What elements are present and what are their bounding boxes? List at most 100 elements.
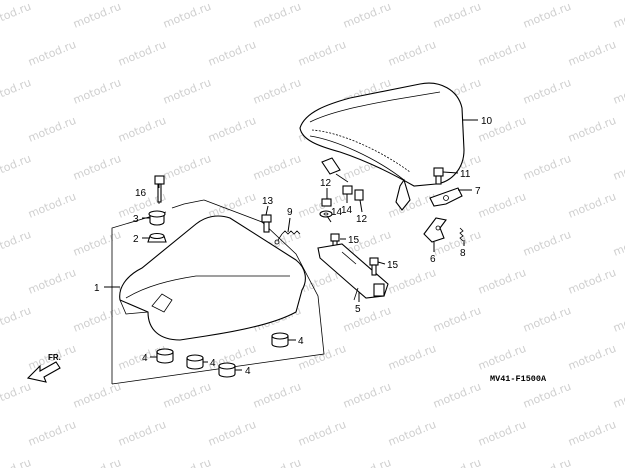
watermark-text: motod.ru [0,456,33,468]
watermark-text: motod.ru [206,38,258,69]
collar [148,210,166,226]
grommet-4 [271,332,289,348]
watermark-text: motod.ru [611,0,625,31]
front-label: FR. [48,353,61,362]
callout-15a: 15 [348,235,360,246]
watermark-text: motod.ru [251,76,303,107]
watermark-text: motod.ru [161,76,213,107]
watermark-text: motod.ru [206,114,258,145]
watermark-text: motod.ru [26,266,78,297]
watermark-text: motod.ru [296,342,348,373]
watermark-text: motod.ru [161,0,213,31]
watermark-text: motod.ru [611,76,625,107]
callout-13: 13 [262,196,274,207]
callout-16: 16 [135,188,147,199]
watermark-text: motod.ru [566,190,618,221]
watermark-text: motod.ru [71,304,123,335]
spring [274,230,301,245]
watermark-text: motod.ru [26,114,78,145]
callout-4d: 4 [298,336,304,347]
watermark-text: motod.ru [521,456,573,468]
grommet-2 [186,354,204,370]
watermark-text: motod.ru [611,380,625,411]
callout-15b: 15 [387,260,399,271]
callout-8: 8 [460,248,466,259]
callout-11: 11 [460,169,471,180]
watermark-text: motod.ru [386,418,438,449]
callout-labels: 1 2 3 4 4 4 4 5 6 7 8 9 10 11 12 12 13 1… [94,116,493,377]
watermark-text: motod.ru [0,304,33,335]
callout-14a: 14 [331,207,343,218]
callout-7: 7 [475,186,481,197]
latch [423,217,447,243]
callout-5: 5 [355,304,361,315]
hook [429,187,463,207]
watermark-text: motod.ru [521,152,573,183]
bolt-11 [433,167,444,185]
diagram-code: MV41-F1500A [490,374,547,384]
watermark-text: motod.ru [566,114,618,145]
watermark-text: motod.ru [116,114,168,145]
watermark-text: motod.ru [611,304,625,335]
callout-1: 1 [94,283,100,294]
callout-3: 3 [133,214,139,225]
watermark-text: motod.ru [341,304,393,335]
watermark-text: motod.ru [341,0,393,31]
callout-9: 9 [287,207,293,218]
callout-12b: 12 [356,214,368,225]
grommet-3 [218,362,236,378]
watermark-text: motod.ru [0,152,33,183]
watermark-text: motod.ru [71,76,123,107]
watermark-text: motod.ru [476,38,528,69]
watermark-text: motod.ru [566,418,618,449]
callout-4c: 4 [245,366,251,377]
watermark-text: motod.ru [386,190,438,221]
watermark-text: motod.ru [0,76,33,107]
watermark-text: motod.ru [71,228,123,259]
watermark-text: motod.ru [251,152,303,183]
watermark-text: motod.ru [161,456,213,468]
callout-12a: 12 [320,178,332,189]
watermark-text: motod.ru [566,266,618,297]
watermark-text: motod.ru [611,152,625,183]
main-seat [111,199,325,385]
watermark-text: motod.ru [566,342,618,373]
watermark-text: motod.ru [116,418,168,449]
watermark-text: motod.ru [431,456,483,468]
watermark-text: motod.ru [26,190,78,221]
watermark-text: motod.ru [26,38,78,69]
watermark-text: motod.ru [431,304,483,335]
front-direction-arrow: FR. [26,353,61,383]
watermark-text: motod.ru [476,190,528,221]
bolt-15-lower [369,257,379,276]
watermark-text: motod.ru [386,38,438,69]
callout-4a: 4 [142,353,148,364]
callout-14b: 14 [341,205,353,216]
watermark-text: motod.ru [0,228,33,259]
watermark-text: motod.ru [251,456,303,468]
watermark-text: motod.ru [341,380,393,411]
watermark-text: motod.ru [521,304,573,335]
callout-4b: 4 [210,358,216,369]
watermark-text: motod.ru [296,418,348,449]
watermark-text: motod.ru [566,38,618,69]
watermark-text: motod.ru [386,342,438,373]
leader-lines [104,119,478,371]
watermark-text: motod.ru [26,418,78,449]
watermark-text: motod.ru [251,380,303,411]
watermark-text: motod.ru [521,380,573,411]
watermark-text: motod.ru [71,380,123,411]
watermark-text: motod.ru [71,0,123,31]
watermark-text: motod.ru [521,228,573,259]
callout-10: 10 [481,116,493,127]
grommet-1 [156,348,174,364]
watermark-text: motod.ru [206,418,258,449]
pillion-seat [299,82,465,211]
grommet-group [156,332,289,378]
bracket [317,243,389,301]
watermark-text: motod.ru [161,152,213,183]
watermark-text: motod.ru [116,38,168,69]
watermark-text: motod.ru [476,266,528,297]
watermark-text: motod.ru [431,380,483,411]
